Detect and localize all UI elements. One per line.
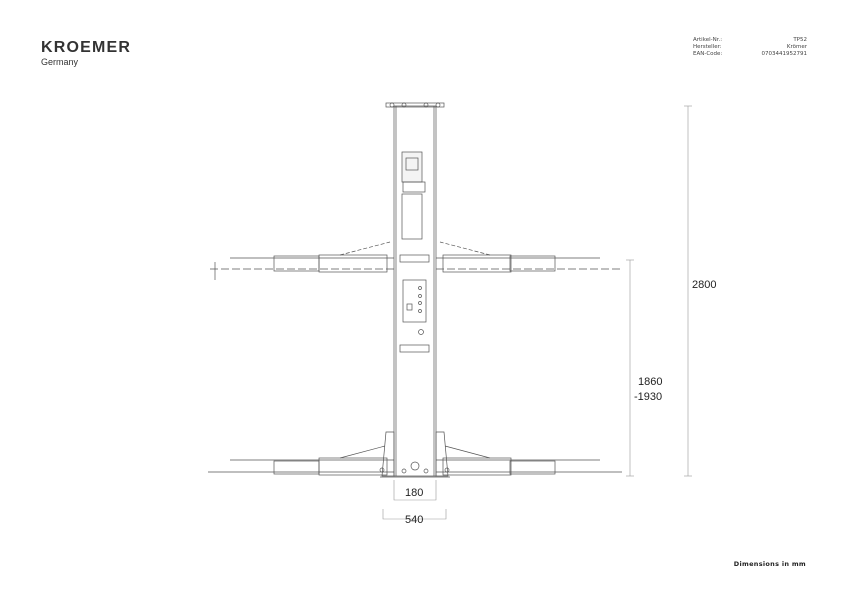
- brand-logo: KROEMER Germany: [41, 39, 132, 68]
- dim-arm-height-1: 1860: [638, 376, 663, 388]
- units-note: Dimensions in mm: [733, 560, 806, 568]
- dim-total-height: 2800: [692, 279, 717, 291]
- dim-column-width: 180: [405, 487, 424, 499]
- carriage-plate-upper: [399, 254, 430, 263]
- dimension-lines: [382, 105, 692, 520]
- motor-unit: [401, 151, 426, 240]
- info-row-article: Artikel-Nr.:TP52: [693, 37, 807, 43]
- dim-base-width: 540: [405, 514, 424, 526]
- control-box: [402, 279, 427, 335]
- lower-arms: [208, 431, 622, 478]
- upper-arms: [210, 241, 620, 280]
- brand-subtitle: Germany: [41, 57, 79, 67]
- brand-name: KROEMER: [41, 39, 132, 56]
- dim-arm-height-2: -1930: [634, 391, 663, 403]
- column: [385, 102, 445, 477]
- product-info: Artikel-Nr.:TP52 Hersteller:Krömer EAN-C…: [693, 37, 807, 58]
- carriage-plate-lower: [399, 344, 430, 353]
- info-row-ean: EAN-Code:0703441952791: [693, 51, 807, 57]
- info-row-manufacturer: Hersteller:Krömer: [693, 44, 807, 50]
